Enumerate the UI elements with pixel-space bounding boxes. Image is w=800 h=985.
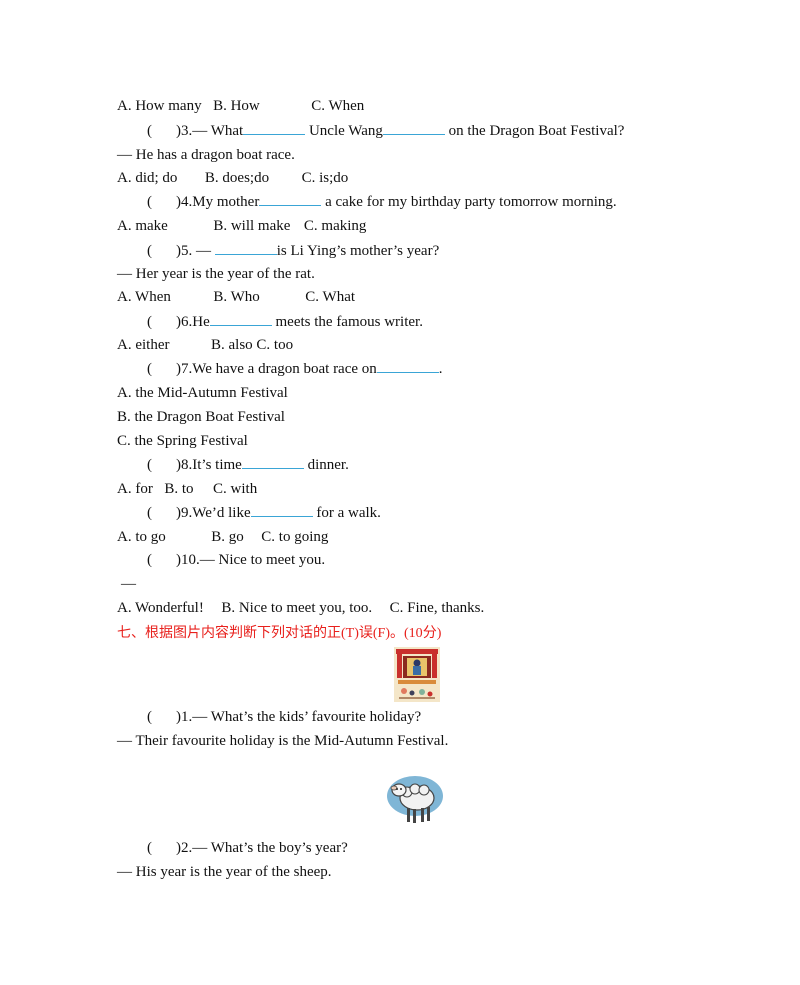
option-a: A. How many	[117, 98, 202, 114]
answer-blank[interactable]	[376, 358, 439, 373]
q6-options: A. either B. also C. too	[117, 337, 294, 353]
question-8: ()8.It’s time dinner.	[147, 454, 349, 475]
question-3: ()3.— What Uncle Wang on the Dragon Boat…	[147, 120, 624, 141]
q5-options: A. When B. Who C. What	[117, 289, 356, 305]
festival-scene-picture	[394, 647, 440, 702]
option-b: B. How	[213, 98, 260, 114]
q3-options: A. did; do B. does;do C. is;do	[117, 170, 349, 186]
question-7: ()7.We have a dragon boat race on.	[147, 358, 443, 379]
question-9: ()9.We’d like for a walk.	[147, 502, 381, 523]
section-7-question-2: ()2.— What’s the boy’s year?	[147, 840, 348, 856]
question-5: ()5. — is Li Ying’s mother’s year?	[147, 240, 439, 261]
answer-blank[interactable]	[250, 502, 313, 517]
answer-blank[interactable]	[243, 120, 306, 135]
q2-options: A. How many B. How C. When	[117, 96, 364, 116]
section-7-heading: 七、根据图片内容判断下列对话的正(T)误(F)。(10分)	[117, 625, 442, 641]
q7-option-c: C. the Spring Festival	[117, 433, 248, 449]
q4-options: A. make B. will make C. making	[117, 218, 367, 234]
question-4: ()4.My mother a cake for my birthday par…	[147, 191, 617, 212]
sheep-picture	[387, 776, 443, 823]
question-6: ()6.He meets the famous writer.	[147, 311, 423, 332]
q9-options: A. to go B. go C. to going	[117, 529, 329, 545]
q7-option-a: A. the Mid-Autumn Festival	[117, 385, 288, 401]
q7-option-b: B. the Dragon Boat Festival	[117, 409, 285, 425]
section-7-question-1: ()1.— What’s the kids’ favourite holiday…	[147, 709, 422, 725]
q8-options: A. for B. to C. with	[117, 481, 258, 497]
answer-blank[interactable]	[214, 240, 277, 255]
q10-answer-dash: —	[121, 576, 136, 592]
q10-options: A. Wonderful! B. Nice to meet you, too. …	[117, 600, 485, 616]
answer-blank[interactable]	[382, 120, 445, 135]
q3-answer: — He has a dragon boat race.	[117, 147, 295, 163]
s7q1-answer: — Their favourite holiday is the Mid-Aut…	[117, 733, 449, 749]
q5-answer: — Her year is the year of the rat.	[117, 266, 315, 282]
option-c: C. When	[311, 98, 365, 114]
question-10: ()10.— Nice to meet you.	[147, 552, 326, 568]
answer-blank[interactable]	[241, 454, 304, 469]
answer-blank[interactable]	[259, 191, 322, 206]
answer-blank[interactable]	[209, 311, 272, 326]
s7q2-answer: — His year is the year of the sheep.	[117, 864, 332, 880]
